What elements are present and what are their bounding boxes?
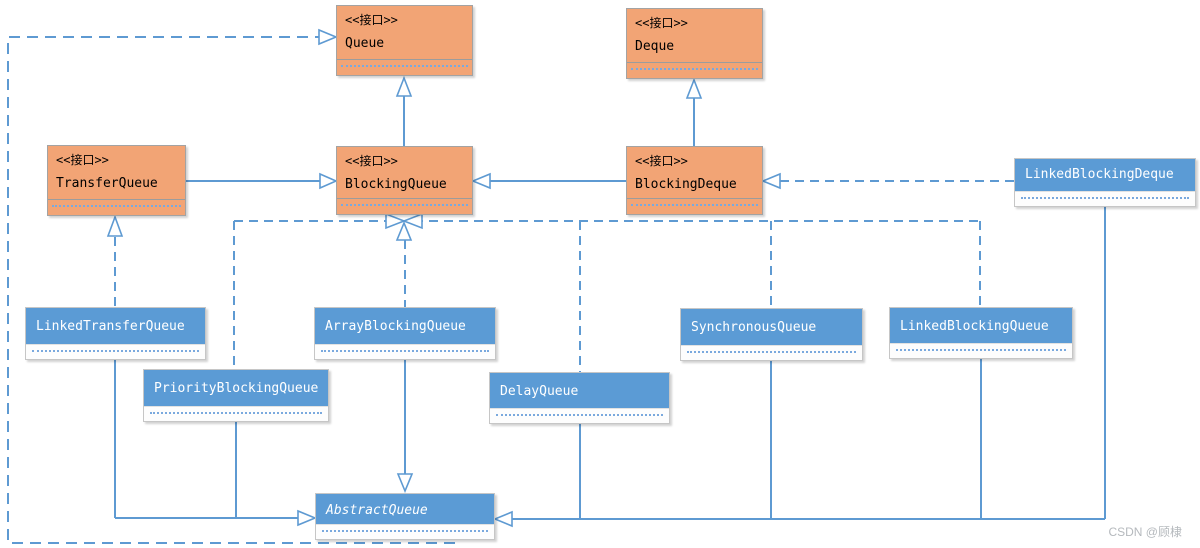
node-name: SynchronousQueue bbox=[691, 320, 817, 335]
node-interface-blockingdeque[interactable]: <<接口>> BlockingDeque bbox=[626, 146, 763, 215]
csdn-watermark: CSDN @顾棣 bbox=[1108, 525, 1182, 539]
edge-abstractqueue-implements-queue bbox=[7, 36, 455, 544]
empty-compartment bbox=[490, 408, 669, 423]
node-abstract-class-abstractqueue[interactable]: AbstractQueue bbox=[315, 493, 495, 540]
empty-compartment bbox=[26, 344, 205, 359]
empty-compartment bbox=[890, 343, 1072, 358]
edge-left-classes-extend-abstractqueue bbox=[114, 360, 298, 519]
node-class-linkedblockingdeque[interactable]: LinkedBlockingDeque bbox=[1014, 158, 1196, 207]
arrowhead-blockingqueue-bus-west bbox=[385, 212, 407, 230]
arrowhead-abstractqueue-left bbox=[297, 509, 318, 527]
node-name: TransferQueue bbox=[56, 176, 158, 191]
arrowhead-transferqueue-bottom bbox=[106, 214, 124, 237]
node-name: DelayQueue bbox=[500, 384, 579, 399]
empty-compartment bbox=[337, 198, 472, 214]
node-name: ArrayBlockingQueue bbox=[325, 319, 466, 334]
arrowhead-blockingdeque-right bbox=[760, 172, 781, 190]
empty-compartment bbox=[316, 524, 494, 539]
node-name: LinkedBlockingQueue bbox=[900, 319, 1049, 334]
node-class-linkedblockingqueue[interactable]: LinkedBlockingQueue bbox=[889, 307, 1073, 359]
node-name: Queue bbox=[345, 36, 385, 51]
arrowhead-blockingqueue-bus-east bbox=[401, 212, 423, 230]
arrowhead-abstractqueue-top bbox=[396, 473, 414, 494]
node-interface-blockingqueue[interactable]: <<接口>> BlockingQueue bbox=[336, 146, 473, 215]
empty-compartment bbox=[627, 198, 762, 214]
node-name: BlockingQueue bbox=[345, 177, 447, 192]
node-name: LinkedBlockingDeque bbox=[1025, 167, 1174, 182]
node-class-linkedtransferqueue[interactable]: LinkedTransferQueue bbox=[25, 307, 206, 360]
node-class-priorityblockingqueue[interactable]: PriorityBlockingQueue bbox=[143, 369, 329, 422]
arrowhead-deque-bottom bbox=[685, 77, 703, 99]
node-class-arrayblockingqueue[interactable]: ArrayBlockingQueue bbox=[314, 307, 496, 360]
arrowhead-abstractqueue-right bbox=[492, 510, 513, 528]
node-interface-transferqueue[interactable]: <<接口>> TransferQueue bbox=[47, 145, 186, 216]
empty-compartment bbox=[627, 62, 762, 78]
node-interface-deque[interactable]: <<接口>> Deque bbox=[626, 8, 763, 79]
empty-compartment bbox=[337, 59, 472, 75]
node-name: BlockingDeque bbox=[635, 177, 737, 192]
arrowhead-blockingqueue-right bbox=[470, 172, 491, 190]
empty-compartment bbox=[681, 345, 862, 360]
arrowhead-blockingqueue-left bbox=[319, 172, 338, 190]
arrowhead-queue-bottom bbox=[395, 75, 413, 97]
stereotype-label: <<接口>> bbox=[345, 13, 398, 27]
node-name: AbstractQueue bbox=[326, 503, 428, 518]
stereotype-label: <<接口>> bbox=[345, 154, 398, 168]
node-class-synchronousqueue[interactable]: SynchronousQueue bbox=[680, 308, 863, 361]
edge-implements-blockingqueue-bus bbox=[233, 220, 981, 372]
empty-compartment bbox=[48, 199, 185, 215]
node-name: Deque bbox=[635, 39, 675, 54]
edge-right-classes-extend-abstractqueue bbox=[512, 207, 1106, 520]
stereotype-label: <<接口>> bbox=[635, 154, 688, 168]
empty-compartment bbox=[315, 344, 495, 359]
empty-compartment bbox=[1015, 191, 1195, 206]
node-name: LinkedTransferQueue bbox=[36, 319, 185, 334]
node-name: PriorityBlockingQueue bbox=[154, 381, 319, 396]
arrowhead-blockingqueue-bus-south bbox=[395, 220, 413, 241]
stereotype-label: <<接口>> bbox=[635, 16, 688, 30]
node-interface-queue[interactable]: <<接口>> Queue bbox=[336, 5, 473, 76]
stereotype-label: <<接口>> bbox=[56, 153, 109, 167]
empty-compartment bbox=[144, 406, 328, 421]
arrowhead-queue-left bbox=[318, 28, 339, 46]
node-class-delayqueue[interactable]: DelayQueue bbox=[489, 372, 670, 424]
